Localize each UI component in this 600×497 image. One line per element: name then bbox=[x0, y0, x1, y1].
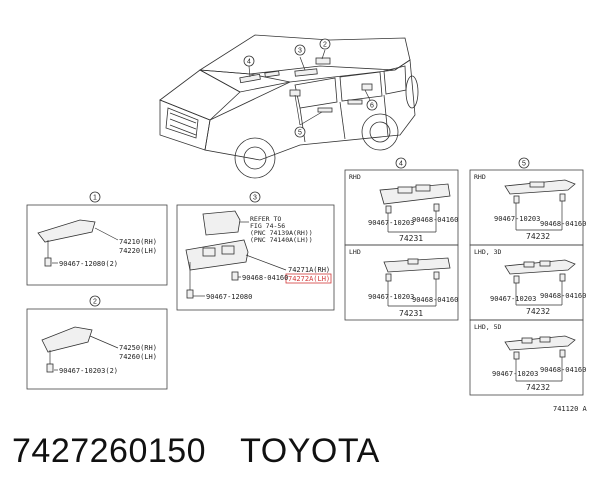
panel-4-lhd-screw-2: 90468-04160 bbox=[412, 296, 458, 304]
panel-4-lhd-label: LHD bbox=[349, 248, 361, 256]
panel-2-number: 2 bbox=[93, 299, 97, 306]
footer-part-number: 7427260150 bbox=[12, 432, 207, 470]
panel-1-pn-rh: 74210(RH) bbox=[119, 238, 157, 246]
panel-2: 2 74250(RH) 74260(LH) 90467-10203(2) bbox=[26, 295, 168, 390]
panel-1: 1 74210(RH) 74220(LH) 90467-12080(2) bbox=[26, 191, 168, 286]
panel-5-number: 5 bbox=[522, 161, 526, 168]
panel-5-lhd3-label: LHD, 3D bbox=[474, 248, 501, 256]
panel-5: 5 RHD 90467-10203 90468-04160 74232 LHD,… bbox=[469, 157, 586, 396]
panel-3-pn-lh: 74272A(LH) bbox=[288, 275, 330, 283]
panel-4-rhd-pn: 74231 bbox=[399, 234, 423, 243]
panel-5-lhd3-screw-1: 90467-10203 bbox=[490, 295, 536, 303]
callout-5: 5 bbox=[298, 130, 302, 137]
panel-4-rhd-label: RHD bbox=[349, 173, 361, 181]
parts-diagram: 4 3 2 5 6 1 74210(RH) 74220(LH) 90467-12… bbox=[26, 34, 588, 413]
panel-5-lhd3-pn: 74232 bbox=[526, 307, 550, 316]
panel-5-lhd5-pn: 74232 bbox=[526, 383, 550, 392]
panel-4: 4 RHD 90467-10203 90468-04160 74231 LHD … bbox=[344, 157, 459, 321]
diagram-id: 741120 A bbox=[553, 405, 588, 413]
panel-5-rhd-pn: 74232 bbox=[526, 232, 550, 241]
panel-5-lhd3-screw-2: 90468-04160 bbox=[540, 292, 586, 300]
vehicle-illustration: 4 3 2 5 6 bbox=[159, 34, 419, 179]
callout-3: 3 bbox=[298, 48, 302, 55]
panel-1-number: 1 bbox=[93, 195, 97, 202]
callout-6: 6 bbox=[370, 103, 374, 110]
panel-3: 3 REFER TO FIG 74-56 (PNC 74139A(RH)) (P… bbox=[176, 191, 335, 311]
panel-5-rhd-label: RHD bbox=[474, 173, 486, 181]
panel-3-refer-4: (PNC 74140A(LH)) bbox=[250, 236, 313, 244]
panel-5-lhd5-label: LHD, 5D bbox=[474, 323, 501, 331]
panel-3-refer-2: FIG 74-56 bbox=[250, 222, 285, 230]
panel-4-number: 4 bbox=[399, 161, 403, 168]
panel-3-number: 3 bbox=[253, 195, 257, 202]
panel-3-pn-rh: 74271A(RH) bbox=[288, 266, 330, 274]
callout-2: 2 bbox=[323, 42, 327, 49]
panel-3-refer-3: (PNC 74139A(RH)) bbox=[250, 229, 313, 237]
panel-3-screw-a: 90468-04160 bbox=[242, 274, 288, 282]
footer-caption: 7427260150 TOYOTA bbox=[12, 432, 414, 471]
panel-5-rhd-screw-2: 90468-04160 bbox=[540, 220, 586, 228]
panel-1-screw: 90467-12080(2) bbox=[59, 260, 118, 268]
panel-2-screw: 90467-10203(2) bbox=[59, 367, 118, 375]
panel-4-lhd-pn: 74231 bbox=[399, 309, 423, 318]
panel-4-rhd-screw-1: 90467-10203 bbox=[368, 219, 414, 227]
panel-1-pn-lh: 74220(LH) bbox=[119, 247, 157, 255]
panel-5-lhd5-screw-2: 90468-04160 bbox=[540, 366, 586, 374]
callout-4: 4 bbox=[247, 59, 251, 66]
panel-3-refer-1: REFER TO bbox=[250, 215, 281, 223]
panel-2-pn-lh: 74260(LH) bbox=[119, 353, 157, 361]
panel-5-lhd5-screw-1: 90467-10203 bbox=[492, 370, 538, 378]
panel-3-screw-b: 90467-12080 bbox=[206, 293, 252, 301]
panel-4-rhd-screw-2: 90468-04160 bbox=[412, 216, 458, 224]
panel-4-lhd-screw-1: 90467-10203 bbox=[368, 293, 414, 301]
panel-2-pn-rh: 74250(RH) bbox=[119, 344, 157, 352]
footer-brand: TOYOTA bbox=[240, 432, 380, 470]
panel-5-rhd-screw-1: 90467-10203 bbox=[494, 215, 540, 223]
